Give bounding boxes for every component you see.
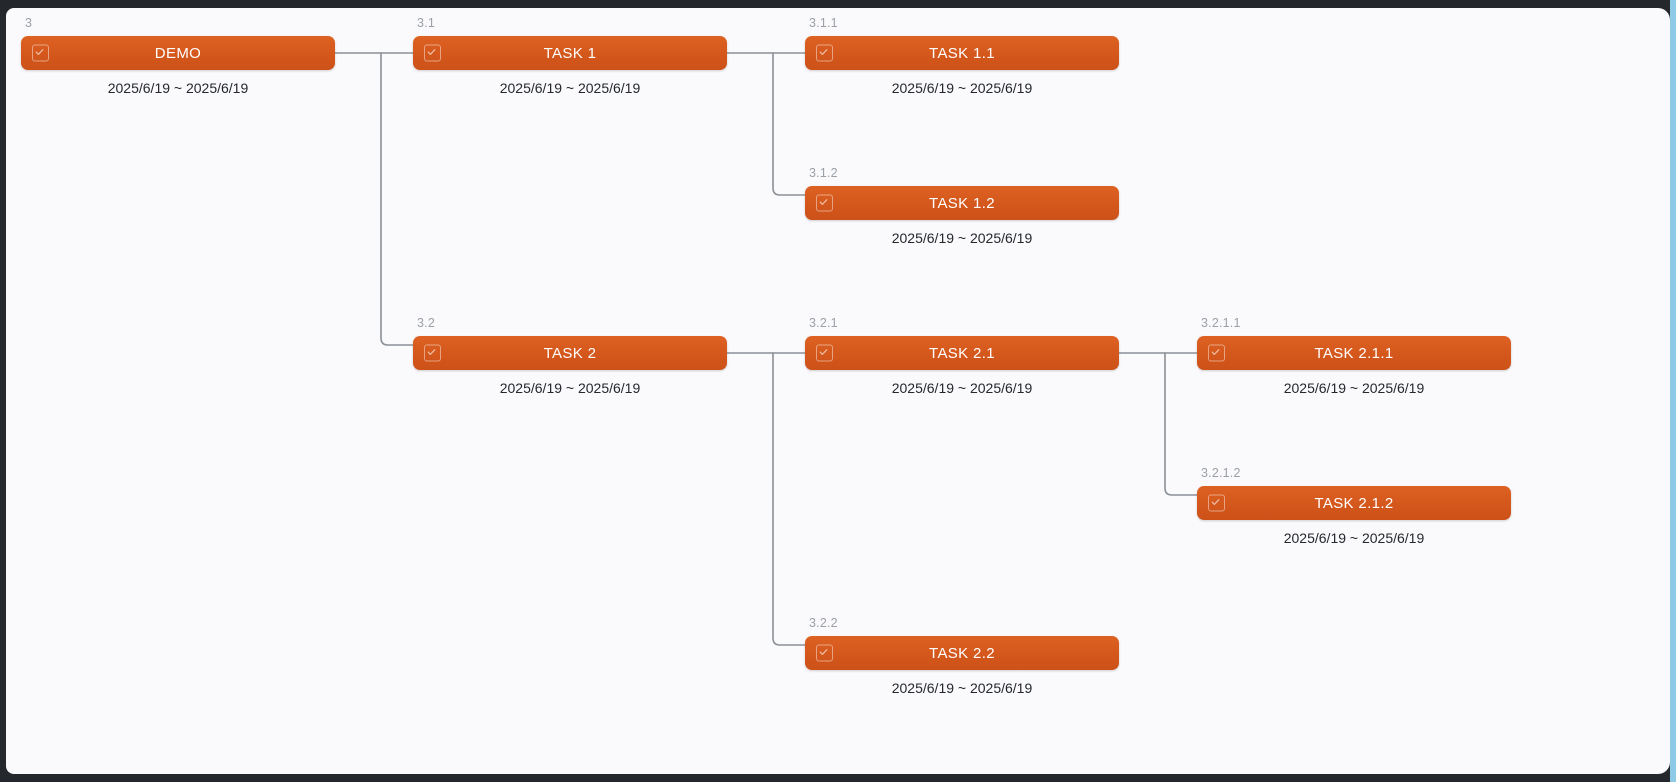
- tree-node-3-2-2[interactable]: 3.2.2 TASK 2.2 2025/6/19 ~ 2025/6/19: [805, 616, 1119, 696]
- node-code: 3.1.2: [809, 166, 838, 180]
- node-title: TASK 2.1.2: [1314, 494, 1394, 512]
- node-date-range: 2025/6/19 ~ 2025/6/19: [499, 80, 641, 96]
- node-code: 3.2: [417, 316, 435, 330]
- checkbox-checked-icon[interactable]: [816, 644, 833, 662]
- node-code: 3.2.1.1: [1201, 316, 1241, 330]
- checkbox-checked-icon[interactable]: [816, 194, 833, 212]
- node-bar[interactable]: TASK 2.2: [805, 636, 1119, 670]
- node-code: 3.2.1.2: [1201, 466, 1241, 480]
- checkbox-checked-icon[interactable]: [1208, 494, 1225, 512]
- node-date-range: 2025/6/19 ~ 2025/6/19: [891, 380, 1033, 396]
- checkbox-checked-icon[interactable]: [1208, 344, 1225, 362]
- node-title: TASK 2.1: [929, 344, 995, 362]
- node-code: 3.1.1: [809, 16, 838, 30]
- node-title: TASK 2.1.1: [1314, 344, 1394, 362]
- tree-node-3-1[interactable]: 3.1 TASK 1 2025/6/19 ~ 2025/6/19: [413, 16, 727, 96]
- window-accent-edge: [1670, 0, 1676, 782]
- node-bar[interactable]: DEMO: [21, 36, 335, 70]
- checkbox-checked-icon[interactable]: [816, 344, 833, 362]
- node-date-range: 2025/6/19 ~ 2025/6/19: [891, 80, 1033, 96]
- tree-node-3-2-1[interactable]: 3.2.1 TASK 2.1 2025/6/19 ~ 2025/6/19: [805, 316, 1119, 396]
- tree-node-3[interactable]: 3 DEMO 2025/6/19 ~ 2025/6/19: [21, 16, 335, 96]
- node-title: TASK 1.2: [929, 194, 995, 212]
- tree-node-3-2[interactable]: 3.2 TASK 2 2025/6/19 ~ 2025/6/19: [413, 316, 727, 396]
- checkbox-checked-icon[interactable]: [816, 44, 833, 62]
- node-bar[interactable]: TASK 2.1.2: [1197, 486, 1511, 520]
- node-date-range: 2025/6/19 ~ 2025/6/19: [891, 230, 1033, 246]
- node-title: TASK 1: [543, 44, 597, 62]
- node-bar[interactable]: TASK 1: [413, 36, 727, 70]
- node-date-range: 2025/6/19 ~ 2025/6/19: [499, 380, 641, 396]
- checkbox-checked-icon[interactable]: [424, 44, 441, 62]
- tree-node-3-1-1[interactable]: 3.1.1 TASK 1.1 2025/6/19 ~ 2025/6/19: [805, 16, 1119, 96]
- node-bar[interactable]: TASK 2.1.1: [1197, 336, 1511, 370]
- tree-node-3-2-1-2[interactable]: 3.2.1.2 TASK 2.1.2 2025/6/19 ~ 2025/6/19: [1197, 466, 1511, 546]
- edge-3-to-3.2: [380, 52, 414, 346]
- node-title: DEMO: [154, 44, 202, 62]
- node-code: 3.1: [417, 16, 435, 30]
- node-code: 3.2.2: [809, 616, 838, 630]
- node-code: 3.2.1: [809, 316, 838, 330]
- tree-node-3-2-1-1[interactable]: 3.2.1.1 TASK 2.1.1 2025/6/19 ~ 2025/6/19: [1197, 316, 1511, 396]
- node-bar[interactable]: TASK 1.1: [805, 36, 1119, 70]
- edge-3.2.1-to-3.2.1.2: [1164, 352, 1198, 496]
- checkbox-checked-icon[interactable]: [424, 344, 441, 362]
- node-date-range: 2025/6/19 ~ 2025/6/19: [891, 680, 1033, 696]
- tree-canvas[interactable]: 3 DEMO 2025/6/19 ~ 2025/6/19 3.1 TASK 1: [6, 8, 1670, 774]
- node-date-range: 2025/6/19 ~ 2025/6/19: [1283, 380, 1425, 396]
- node-bar[interactable]: TASK 2.1: [805, 336, 1119, 370]
- node-date-range: 2025/6/19 ~ 2025/6/19: [107, 80, 249, 96]
- checkbox-checked-icon[interactable]: [32, 44, 49, 62]
- node-title: TASK 1.1: [929, 44, 995, 62]
- node-title: TASK 2: [543, 344, 597, 362]
- edge-3.2-to-3.2.2: [772, 352, 806, 646]
- node-bar[interactable]: TASK 1.2: [805, 186, 1119, 220]
- node-title: TASK 2.2: [929, 644, 995, 662]
- node-date-range: 2025/6/19 ~ 2025/6/19: [1283, 530, 1425, 546]
- tree-canvas-viewport[interactable]: 3 DEMO 2025/6/19 ~ 2025/6/19 3.1 TASK 1: [6, 8, 1670, 774]
- node-bar[interactable]: TASK 2: [413, 336, 727, 370]
- edge-3.1-to-3.1.2: [772, 52, 806, 196]
- node-code: 3: [25, 16, 33, 30]
- tree-node-3-1-2[interactable]: 3.1.2 TASK 1.2 2025/6/19 ~ 2025/6/19: [805, 166, 1119, 246]
